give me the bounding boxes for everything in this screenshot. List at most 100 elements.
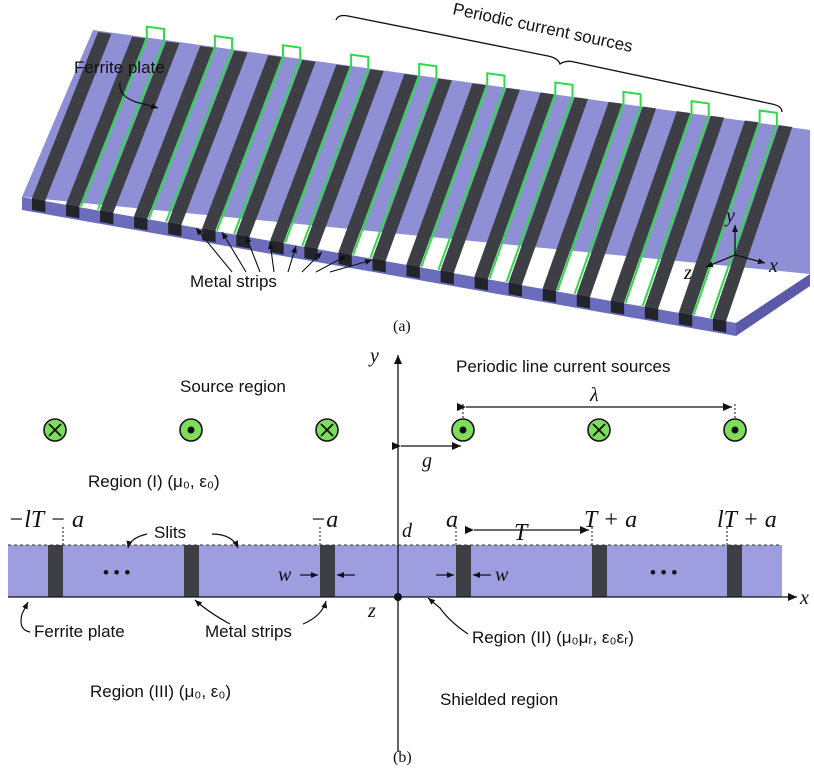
- axes-3d: y x z: [683, 205, 778, 284]
- metal-strip-3d-face: [508, 282, 522, 297]
- metal-strip-3d: [66, 36, 146, 207]
- caption-b: (b): [393, 749, 412, 766]
- source-loops-3d: [79, 25, 778, 319]
- label-region-1: Region (I) (μ₀, ε₀): [88, 472, 220, 491]
- metal-strip-3d: [202, 55, 282, 231]
- metal-strip-3d: [168, 50, 248, 225]
- metal-strip-b-2: [184, 545, 199, 597]
- metal-strip-3d-face: [372, 258, 386, 273]
- source-loop-3d: [216, 44, 302, 235]
- metal-strip-3d-face: [134, 216, 148, 231]
- ferrite-plate-b: [8, 545, 782, 597]
- metal-strip-pointer: [301, 251, 323, 273]
- label-minus-lT-minus-a: −lT − a: [8, 507, 84, 533]
- metal-strips-3d: [32, 32, 793, 333]
- metal-strip-3d: [644, 115, 725, 309]
- metal-strip-3d: [32, 32, 112, 201]
- dots-right: • • •: [650, 563, 677, 582]
- metal-strip-3d: [372, 78, 452, 261]
- metal-strip-3d: [100, 41, 180, 213]
- source-loop-3d: [556, 90, 642, 295]
- source-loop-3d: [79, 25, 165, 211]
- label-slits: Slits: [154, 523, 186, 542]
- label-minus-a: −a: [310, 507, 338, 533]
- metal-strip-3d: [610, 111, 691, 303]
- metal-strip-3d-face: [270, 240, 284, 255]
- metal-strip-3d: [440, 87, 520, 273]
- metal-strip-3d: [236, 59, 316, 237]
- metal-strip-3d-face: [202, 228, 216, 243]
- source-out-of-page: [723, 418, 747, 442]
- source-loop-3d: [420, 72, 506, 271]
- metal-strip-3d: [474, 92, 554, 279]
- metal-strip-b-3: [320, 545, 335, 597]
- source-out-of-page: [451, 418, 475, 442]
- source-into-page: [587, 418, 611, 442]
- metal-strip-b-5: [592, 545, 607, 597]
- axis-z-b: z: [367, 600, 376, 622]
- source-loop-3d: [624, 100, 710, 307]
- dots-left: • • •: [103, 563, 130, 582]
- metal-strip-3d: [712, 125, 793, 321]
- caption-a: (a): [393, 318, 411, 335]
- label-shielded-region: Shielded region: [440, 690, 558, 709]
- label-g: g: [422, 450, 432, 472]
- metal-strip-3d-face: [678, 312, 693, 327]
- source-loop-3d: [284, 53, 370, 247]
- axis-x-b: x: [799, 587, 809, 609]
- metal-strip-3d-face: [474, 276, 488, 291]
- metal-strip-3d-face: [32, 198, 46, 213]
- metal-strip-3d-face: [406, 264, 420, 279]
- label-T-plus-a: T + a: [584, 507, 637, 533]
- metal-strip-pointer: [329, 259, 373, 273]
- metal-strip-3d-face: [66, 204, 80, 219]
- label-periodic-current-sources: Periodic current sources: [451, 0, 634, 56]
- origin-dot: [394, 593, 402, 601]
- metal-strip-3d: [508, 97, 588, 285]
- metal-strip-pointer: [195, 227, 233, 273]
- metal-strip-pointer: [315, 255, 347, 273]
- label-lT-plus-a: lT + a: [717, 507, 777, 533]
- source-loop-3d: [147, 34, 234, 223]
- metal-strip-b-1: [48, 545, 63, 597]
- axis-y-b: y: [368, 345, 379, 367]
- label-w-1: w: [278, 564, 292, 586]
- metal-strip-3d: [338, 73, 418, 255]
- metal-strip-pointer: [245, 235, 261, 273]
- metal-strip-3d: [576, 106, 657, 297]
- metal-strip-3d-face: [610, 300, 625, 315]
- label-w-2: w: [495, 564, 509, 586]
- label-region-2: Region (II) (μ₀μᵣ, ε₀εᵣ): [472, 628, 634, 647]
- metal-strip-3d: [678, 120, 759, 315]
- metal-strip-3d-face: [304, 246, 318, 261]
- axis-x-a: x: [768, 255, 778, 277]
- axis-z-a: z: [683, 262, 692, 284]
- label-T: T: [514, 520, 529, 546]
- label-a: a: [446, 507, 458, 533]
- part-a-3d-view: Periodic current sources Ferrite plate M…: [22, 0, 810, 336]
- label-region-3: Region (III) (μ₀, ε₀): [90, 682, 231, 701]
- metal-strip-3d-face: [542, 288, 557, 303]
- part-b-cross-section: x y z d λ g T w w: [8, 345, 809, 752]
- source-into-page: [315, 418, 339, 442]
- metal-strip-b-4: [456, 545, 471, 597]
- label-metal-strips-a: Metal strips: [190, 272, 277, 291]
- metal-strip-3d: [542, 101, 623, 291]
- source-loop-3d: [692, 109, 778, 319]
- sources-bracket: [335, 14, 783, 113]
- metal-strip-3d-face: [644, 306, 659, 321]
- metal-strips-arrows: [195, 227, 373, 273]
- metal-strip-3d-face: [168, 222, 182, 237]
- metal-strip-pointer: [267, 241, 275, 273]
- metal-strip-3d: [270, 64, 350, 243]
- metal-strip-3d-face: [712, 318, 727, 333]
- source-loop-3d: [488, 81, 574, 283]
- label-metal-strips-b: Metal strips: [205, 622, 292, 641]
- label-ferrite-plate-a: Ferrite plate: [74, 58, 165, 77]
- label-ferrite-plate-b: Ferrite plate: [34, 622, 125, 641]
- label-d: d: [402, 520, 413, 542]
- line-current-sources: [43, 418, 747, 442]
- metal-strip-pointer: [221, 231, 247, 273]
- metal-strip-3d: [406, 83, 486, 267]
- label-source-region: Source region: [180, 377, 286, 396]
